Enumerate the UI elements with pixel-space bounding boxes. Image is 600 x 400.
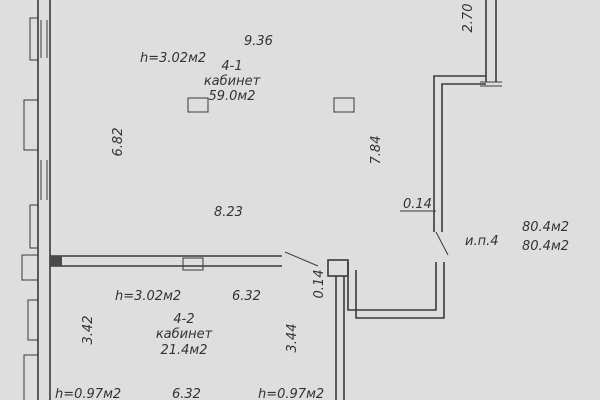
column-and-right-wall [327,259,445,400]
top-right-wall [480,0,502,87]
left-height-dimension: 6.82 [111,128,126,157]
room-4-1-area: 59.0м2 [208,89,255,104]
floor-area-2: 80.4м2 [522,239,569,254]
bottom-height-left: h=0.97м2 [55,387,121,400]
ceiling-fixture-left [187,97,209,113]
top-right-dimension: 2.70 [461,4,476,33]
floor-name: и.п.4 [465,234,498,249]
room-4-1-id: 4-1 [221,59,242,74]
middle-width-dimension: 8.23 [214,205,243,220]
room-4-1-type: кабинет [204,74,261,89]
right-height-dimension: 7.84 [369,136,384,165]
room-4-2-left-dimension: 3.42 [81,316,96,345]
wall-gap-dimension-1: 0.14 [403,197,432,212]
floor-area-1: 80.4м2 [522,220,569,235]
bottom-height-right: h=0.97м2 [258,387,324,400]
bottom-width-dimension: 6.32 [172,387,201,400]
wall-gap-dimension-2: 0.14 [312,270,327,299]
room-4-1-height: h=3.02м2 [140,51,206,66]
partition-wall [50,251,319,271]
room-4-2-width-dimension: 6.32 [232,289,261,304]
top-width-dimension: 9.36 [244,34,273,49]
room-4-2-type: кабинет [156,327,213,342]
room-4-2-id: 4-2 [173,312,194,327]
room-4-2-area: 21.4м2 [160,343,207,358]
right-wall-room-4-1 [433,75,486,256]
room-4-2-height: h=3.02м2 [115,289,181,304]
room-4-2-right-dimension: 3.44 [285,324,300,353]
ceiling-fixture-right [333,97,355,113]
left-outer-wall [21,0,51,400]
